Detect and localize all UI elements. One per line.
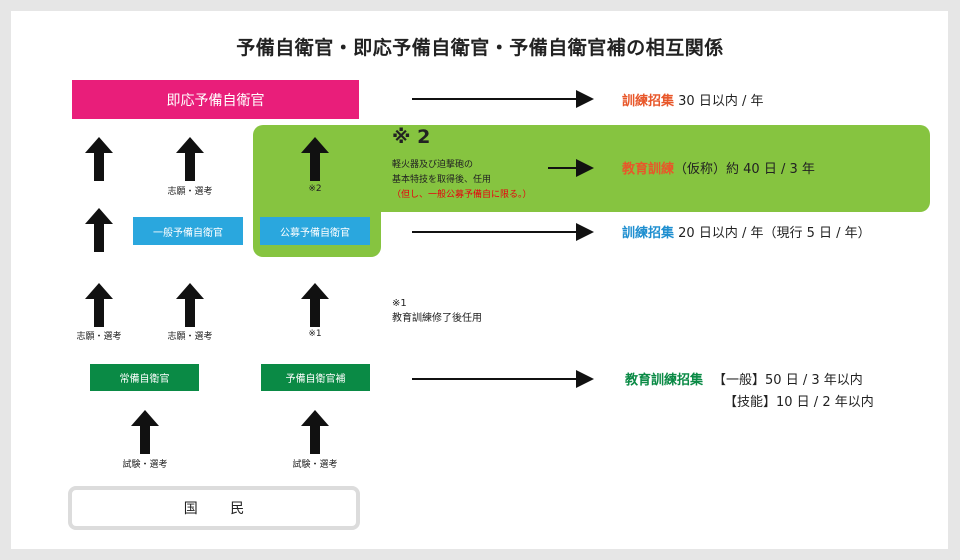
shigan-senko-label: 志願・選考 — [167, 187, 213, 197]
up-arrow-icon — [85, 137, 113, 181]
row1-keyword: 訓練招集 — [622, 94, 675, 109]
row2-detail: （仮称）約 40 日 / 3 年 — [674, 162, 815, 177]
note2-text: 軽火器及び迫撃砲の 基本特技を取得後、任用 （但し、一般公募予備自に限る。） — [392, 158, 532, 203]
row2-text: 教育訓練（仮称）約 40 日 / 3 年 — [622, 158, 815, 177]
row1-detail: 30 日以内 / 年 — [674, 94, 764, 109]
kobo-yobi-jieikan-box: 公募予備自衛官 — [260, 217, 370, 245]
row3-detail: 20 日以内 / 年（現行 5 日 / 年） — [674, 226, 871, 241]
up-arrow-icon — [131, 410, 159, 454]
up-arrow-icon — [85, 208, 113, 252]
note1-line: 教育訓練修了後任用 — [392, 313, 482, 324]
note2-mark: ※ 2 — [392, 126, 431, 148]
note2-line: （但し、一般公募予備自に限る。） — [392, 190, 532, 200]
note1-ref-label: ※1 — [308, 329, 322, 339]
shigan-senko-label: 志願・選考 — [167, 332, 213, 342]
page-title: 予備自衛官・即応予備自衛官・予備自衛官補の相互関係 — [236, 37, 724, 59]
row1-text: 訓練招集 30 日以内 / 年 — [622, 90, 763, 109]
row4-detail: 【技能】10 日 / 2 年以内 — [724, 395, 874, 410]
right-arrow-icon — [548, 159, 594, 177]
row3-keyword: 訓練招集 — [622, 226, 675, 241]
row2-keyword: 教育訓練 — [622, 162, 675, 177]
up-arrow-icon — [176, 137, 204, 181]
kokumin-box: 国 民 — [68, 486, 360, 530]
note2-line: 軽火器及び迫撃砲の — [392, 160, 474, 170]
up-arrow-icon — [301, 410, 329, 454]
right-arrow-icon — [412, 223, 594, 241]
row4-line: 【技能】10 日 / 2 年以内 — [625, 392, 874, 414]
note2-ref-label: ※2 — [308, 184, 322, 194]
row4-detail: 【一般】50 日 / 3 年以内 — [713, 373, 863, 388]
ippan-yobi-jieikan-box: 一般予備自衛官 — [133, 217, 243, 245]
up-arrow-icon — [301, 283, 329, 327]
shiken-senko-label: 試験・選考 — [292, 460, 338, 470]
note1-text: ※1 教育訓練修了後任用 — [392, 296, 482, 326]
up-arrow-icon — [85, 283, 113, 327]
note1-mark: ※1 — [392, 298, 407, 309]
row3-text: 訓練招集 20 日以内 / 年（現行 5 日 / 年） — [622, 222, 871, 241]
sokuo-yobi-jieikan-box: 即応予備自衛官 — [72, 80, 359, 119]
row4-text: 教育訓練招集【一般】50 日 / 3 年以内 【技能】10 日 / 2 年以内 — [625, 370, 874, 414]
row4-line: 教育訓練招集【一般】50 日 / 3 年以内 — [625, 370, 874, 392]
yobi-jieikanho-box: 予備自衛官補 — [261, 364, 370, 391]
up-arrow-icon — [301, 137, 329, 181]
note2-line: 基本特技を取得後、任用 — [392, 175, 492, 185]
shiken-senko-label: 試験・選考 — [122, 460, 168, 470]
row4-keyword: 教育訓練招集 — [625, 373, 704, 388]
up-arrow-icon — [176, 283, 204, 327]
right-arrow-icon — [412, 370, 594, 388]
shigan-senko-label: 志願・選考 — [76, 332, 122, 342]
jobi-jieikan-box: 常備自衛官 — [90, 364, 199, 391]
right-arrow-icon — [412, 90, 594, 108]
